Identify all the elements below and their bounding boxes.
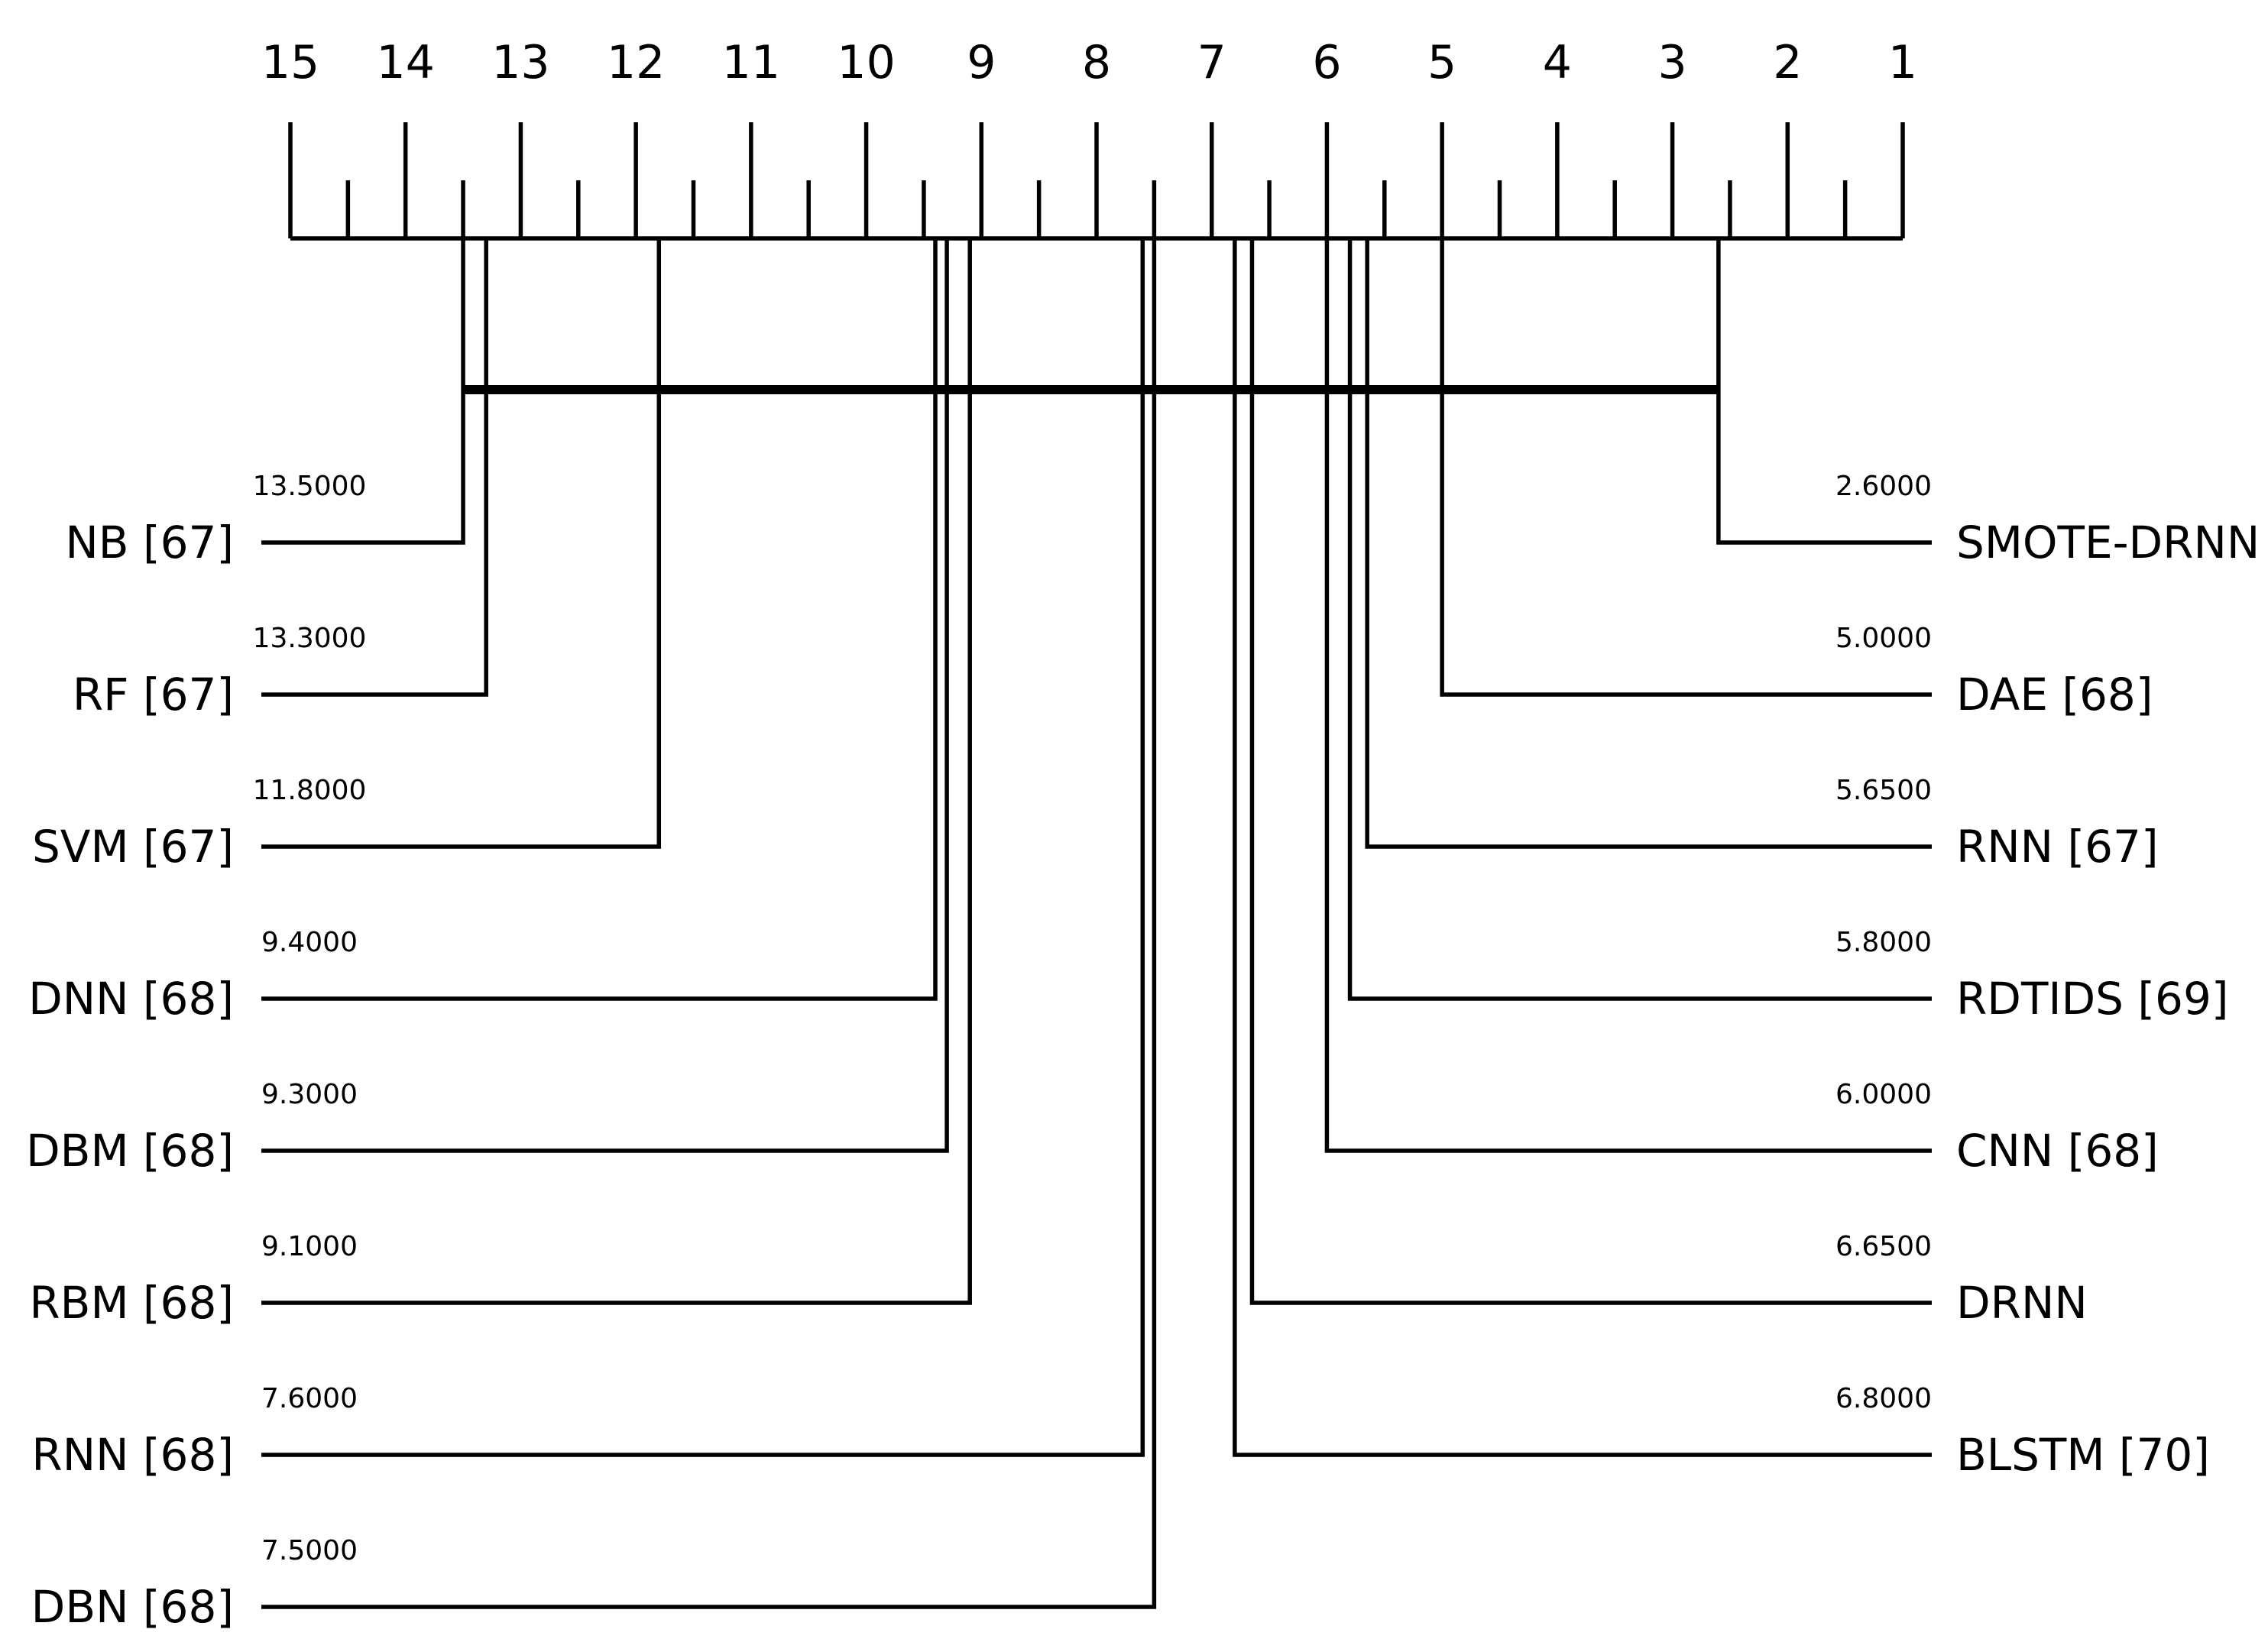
rank-label: 11.8000 (253, 775, 367, 806)
rank-label: 13.3000 (253, 623, 367, 654)
method-connector (261, 238, 488, 697)
method-connector (1347, 238, 1932, 1001)
method-label: DAE [68] (1956, 669, 2153, 721)
method-label: BLSTM [70] (1956, 1429, 2210, 1481)
rank-label: 6.8000 (1835, 1383, 1932, 1414)
rank-label: 5.0000 (1835, 623, 1932, 654)
tick-label: 3 (1657, 36, 1686, 89)
method-label: CNN [68] (1956, 1125, 2159, 1177)
method-connector (1365, 238, 1932, 849)
method-label: RF [67] (73, 669, 234, 721)
method-label: RBM [68] (29, 1277, 234, 1329)
method-connector (1324, 238, 1932, 1153)
rank-label: 5.8000 (1835, 927, 1932, 958)
method-connector (261, 238, 972, 1305)
tick-label: 9 (967, 36, 996, 89)
tick-label: 10 (837, 36, 895, 89)
rank-label: 9.3000 (261, 1079, 358, 1110)
rank-label: 2.6000 (1835, 471, 1932, 502)
rank-label: 5.6500 (1835, 775, 1932, 806)
rank-axis: 15 14 13 12 11 10 9 8 7 6 5 4 3 2 1 (261, 36, 1917, 241)
rank-label: 6.0000 (1835, 1079, 1932, 1110)
method-connector (1233, 238, 1932, 1457)
method-label: RDTIDS [69] (1956, 973, 2228, 1025)
method-label: NB [67] (65, 517, 234, 568)
method-connector (1249, 238, 1932, 1305)
method-connector (261, 238, 938, 1001)
tick-label: 6 (1312, 36, 1341, 89)
rank-label: 9.1000 (261, 1231, 358, 1262)
tick-label: 8 (1082, 36, 1111, 89)
tick-label: 11 (722, 36, 780, 89)
tick-label: 5 (1427, 36, 1456, 89)
method-connector (261, 238, 465, 545)
method-label: SMOTE-DRNN (1956, 517, 2260, 568)
method-label: DBN [68] (31, 1581, 234, 1633)
method-label: RNN [68] (31, 1429, 234, 1481)
tick-label: 1 (1888, 36, 1917, 89)
tick-label: 2 (1773, 36, 1802, 89)
rank-label: 6.6500 (1835, 1231, 1932, 1262)
tick-label: 12 (607, 36, 665, 89)
method-connector (261, 238, 949, 1153)
method-label: DNN [68] (28, 973, 234, 1025)
tick-label: 7 (1197, 36, 1226, 89)
method-label: RNN [67] (1956, 821, 2159, 873)
method-label: SVM [67] (32, 821, 234, 873)
rank-label: 13.5000 (253, 471, 367, 502)
rank-label: 9.4000 (261, 927, 358, 958)
tick-label: 4 (1543, 36, 1572, 89)
tick-label: 14 (377, 36, 435, 89)
method-connector (1716, 238, 1932, 545)
method-label: DRNN (1956, 1277, 2088, 1329)
tick-label: 13 (491, 36, 549, 89)
method-label: DBM [68] (26, 1125, 234, 1177)
method-connector (261, 238, 1145, 1457)
rank-label: 7.5000 (261, 1535, 358, 1566)
method-connector (261, 238, 1157, 1609)
tick-label: 15 (261, 36, 319, 89)
method-connector (1440, 238, 1932, 697)
rank-label: 7.6000 (261, 1383, 358, 1414)
method-connector (261, 238, 662, 849)
